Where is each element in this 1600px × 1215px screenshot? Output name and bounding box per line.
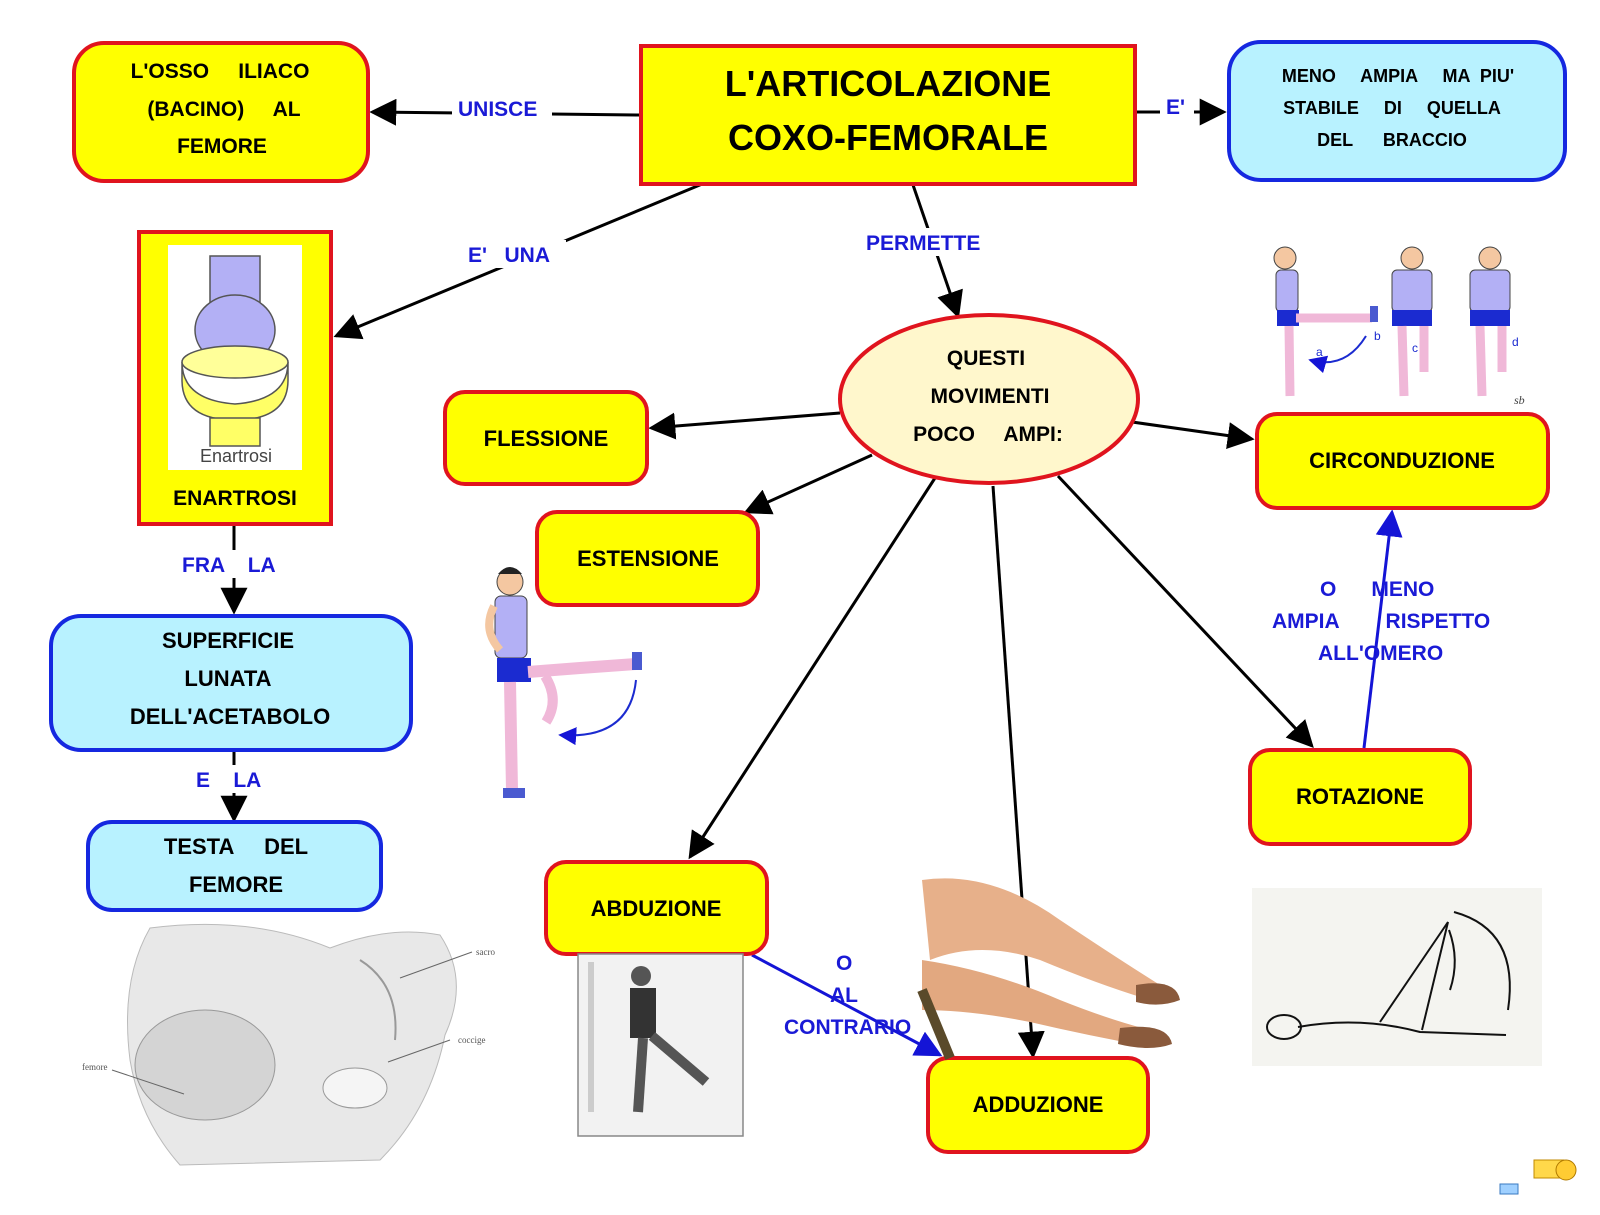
corner-logo	[1499, 1159, 1577, 1195]
link-e-la: E LA	[196, 769, 261, 792]
link-e: E'	[1166, 96, 1185, 119]
link-contrario-line3: CONTRARIO	[784, 1016, 911, 1039]
superficie-line3: DELL'ACETABOLO	[130, 704, 330, 729]
testa-line2: FEMORE	[189, 872, 283, 897]
enartrosi-illustration	[181, 255, 289, 447]
mark-d: d	[1512, 335, 1519, 349]
link-unisce: UNISCE	[458, 98, 537, 121]
mark-sb: sb	[1514, 393, 1525, 407]
osso-iliaco-line1: L'OSSO ILIACO	[131, 60, 310, 83]
edge-flessione	[648, 411, 841, 440]
node-rotazione: ROTAZIONE	[1248, 748, 1472, 846]
testa-line1: TESTA DEL	[164, 834, 308, 859]
circonduzione-label: CIRCONDUZIONE	[1309, 448, 1495, 473]
rotazione-sketch	[1252, 888, 1542, 1066]
node-superficie: SUPERFICIE LUNATA DELL'ACETABOLO	[49, 614, 413, 752]
superficie-line1: SUPERFICIE	[162, 628, 294, 653]
link-permette: PERMETTE	[866, 232, 980, 255]
movimenti-line2: MOVIMENTI	[931, 385, 1050, 408]
node-movimenti: QUESTI MOVIMENTI POCO AMPI:	[838, 313, 1140, 485]
osso-iliaco-line2: (BACINO) AL	[147, 98, 300, 121]
link-fra-la: FRA LA	[182, 554, 276, 577]
edge-circonduzione	[1131, 420, 1255, 449]
mark-b: b	[1374, 329, 1381, 343]
title-line2: COXO-FEMORALE	[728, 117, 1048, 158]
node-flessione: FLESSIONE	[443, 390, 649, 486]
enartrosi-caption: Enartrosi	[200, 446, 272, 466]
edge-al-contrario	[751, 953, 943, 1057]
node-meno-ampia: MENO AMPIA MA PIU' STABILE DI QUELLA DEL…	[1227, 40, 1567, 182]
node-enartrosi: Enartrosi ENARTROSI	[137, 230, 333, 526]
meno-ampia-line2: STABILE DI QUELLA	[1283, 98, 1501, 118]
edge-o-meno-ampia	[1362, 509, 1403, 749]
label-femore: femore	[82, 1062, 107, 1072]
osso-iliaco-line3: FEMORE	[177, 135, 267, 158]
node-title: L'ARTICOLAZIONE COXO-FEMORALE	[639, 44, 1137, 186]
pelvis-illustration: sacro coccige femore	[82, 923, 495, 1166]
estensione-label: ESTENSIONE	[577, 546, 719, 571]
node-abduzione: ABDUZIONE	[544, 860, 769, 956]
label-coccige: coccige	[458, 1035, 485, 1045]
edge-abduzione	[688, 477, 937, 860]
link-o-meno-line2: AMPIA RISPETTO	[1272, 610, 1490, 633]
node-testa: TESTA DEL FEMORE	[86, 820, 383, 912]
link-o-meno-line3: ALL'OMERO	[1318, 642, 1443, 665]
edge-rotazione	[1056, 474, 1314, 748]
adduzione-label: ADDUZIONE	[973, 1092, 1104, 1117]
node-adduzione: ADDUZIONE	[926, 1056, 1150, 1154]
node-osso-iliaco: L'OSSO ILIACO (BACINO) AL FEMORE	[72, 41, 370, 183]
link-contrario-line1: O	[836, 952, 852, 975]
enartrosi-label: ENARTROSI	[173, 487, 297, 510]
meno-ampia-line3: DEL BRACCIO	[1317, 130, 1467, 150]
link-e-una: E' UNA	[468, 244, 550, 267]
circonduzione-figures: a b c d sb	[1273, 246, 1525, 407]
legs-photo	[917, 878, 1180, 1060]
leg-raise-figure	[485, 567, 642, 798]
flessione-label: FLESSIONE	[484, 426, 609, 451]
node-estensione: ESTENSIONE	[535, 510, 760, 607]
link-contrario-line2: AL	[830, 984, 858, 1007]
mark-c: c	[1412, 341, 1418, 355]
rotazione-label: ROTAZIONE	[1296, 784, 1424, 809]
movimenti-line3: POCO AMPI:	[913, 423, 1063, 446]
superficie-line2: LUNATA	[184, 666, 271, 691]
edges	[220, 98, 1403, 1059]
mark-a: a	[1316, 345, 1323, 359]
edge-estensione	[743, 453, 873, 515]
title-line1: L'ARTICOLAZIONE	[725, 63, 1052, 104]
abduzione-photo	[577, 953, 744, 1137]
movimenti-line1: QUESTI	[947, 347, 1025, 370]
label-sacro: sacro	[476, 947, 495, 957]
node-circonduzione: CIRCONDUZIONE	[1255, 412, 1550, 510]
edge-adduzione	[991, 485, 1045, 1059]
abduzione-label: ABDUZIONE	[591, 896, 722, 921]
link-labels: UNISCE E' E' UNA PERMETTE FRA LA E LA O …	[178, 94, 1490, 1039]
meno-ampia-line1: MENO AMPIA MA PIU'	[1282, 66, 1514, 86]
link-o-meno-line1: O MENO	[1320, 578, 1434, 601]
